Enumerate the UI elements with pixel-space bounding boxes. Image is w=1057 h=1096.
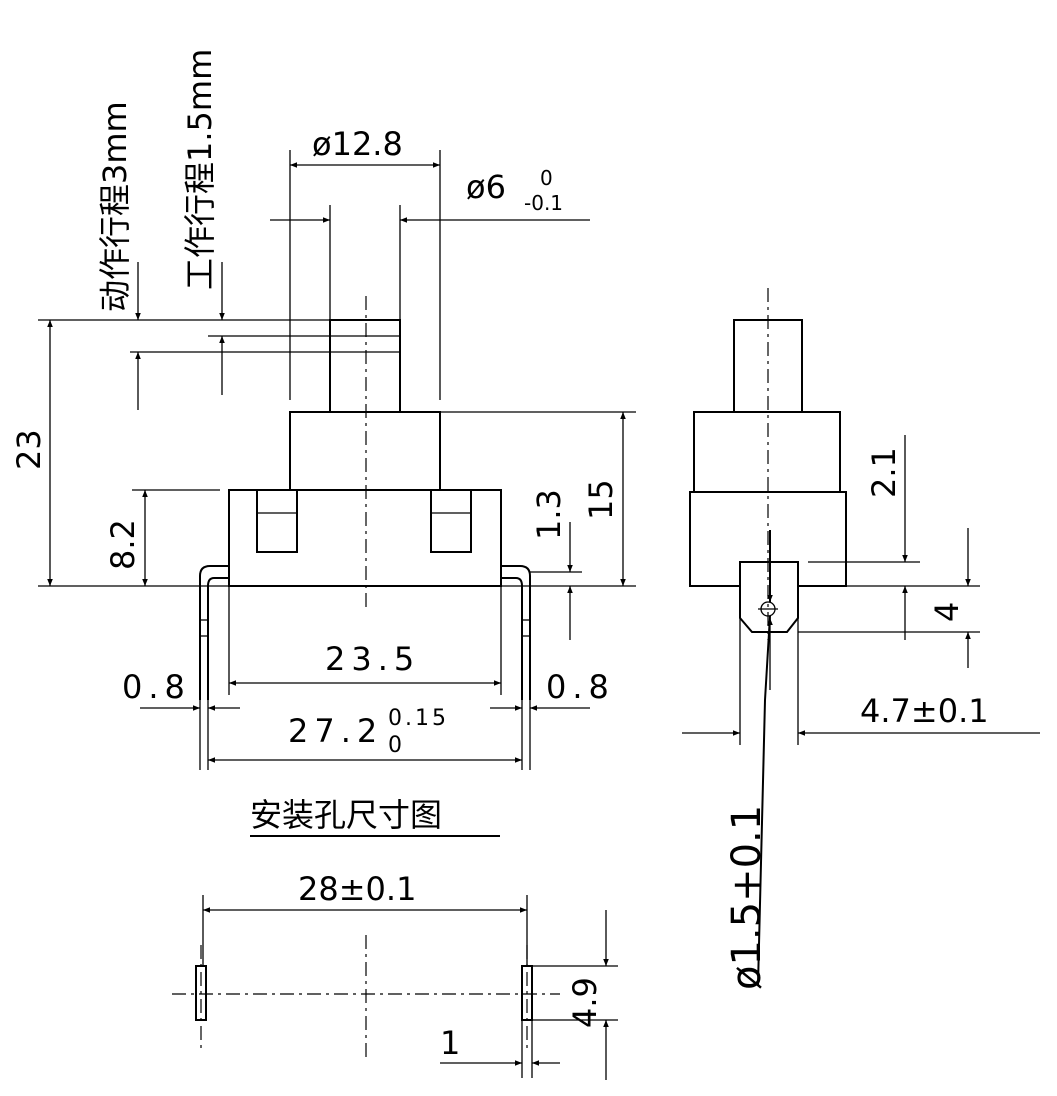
dim-slot-width: 1 (440, 1024, 460, 1062)
dim-pitch: 28±0.1 (298, 870, 416, 908)
upper-housing (289, 411, 441, 491)
front-view: ø12.8 ø6 0 -0.1 动作行程3mm 工作行程1.5mm 23 8.2… (10, 49, 636, 770)
dim-hole: ø1.5+0.1 (724, 805, 770, 990)
dim-terminal-height: 4 (928, 602, 966, 622)
side-view: 2.1 4 4.7±0.1 ø1.5+0.1 (682, 288, 1040, 990)
plunger-stem (329, 319, 401, 413)
dim-total-height: 23 (10, 429, 48, 470)
left-window (256, 489, 298, 553)
dim-terminal-width: 4.7±0.1 (860, 692, 989, 730)
dim-overall-tol-lower: 0 (388, 733, 402, 758)
dim-pin-right: 0.8 (546, 668, 615, 706)
dim-pin-offset: 1.3 (530, 489, 568, 540)
dim-upper-height: 15 (582, 479, 620, 520)
mount-title: 安装孔尺寸图 (250, 796, 442, 834)
dim-diameter-outer: ø12.8 (312, 125, 403, 163)
right-window (430, 489, 472, 553)
dim-overall-width: 27.2 (288, 712, 383, 750)
dim-step: 2.1 (865, 447, 903, 498)
dim-diameter-stem-tol-upper: 0 (540, 166, 553, 190)
dim-overall-tol-upper: 0.15 (388, 706, 449, 731)
dim-diameter-stem-tol-lower: -0.1 (524, 191, 563, 215)
dim-slot-length: 4.9 (566, 977, 604, 1028)
side-upper-housing (693, 411, 841, 493)
dim-diameter-stem: ø6 (466, 168, 506, 206)
label-working-travel: 工作行程1.5mm (181, 49, 219, 290)
mount-view: 安装孔尺寸图 28±0.1 4.9 1 (172, 796, 618, 1080)
label-action-travel: 动作行程3mm (96, 101, 134, 312)
dim-body-height: 8.2 (104, 519, 142, 570)
lower-body (228, 489, 502, 587)
dim-pin-left: 0.8 (122, 668, 191, 706)
dim-body-width: 23.5 (325, 640, 420, 678)
